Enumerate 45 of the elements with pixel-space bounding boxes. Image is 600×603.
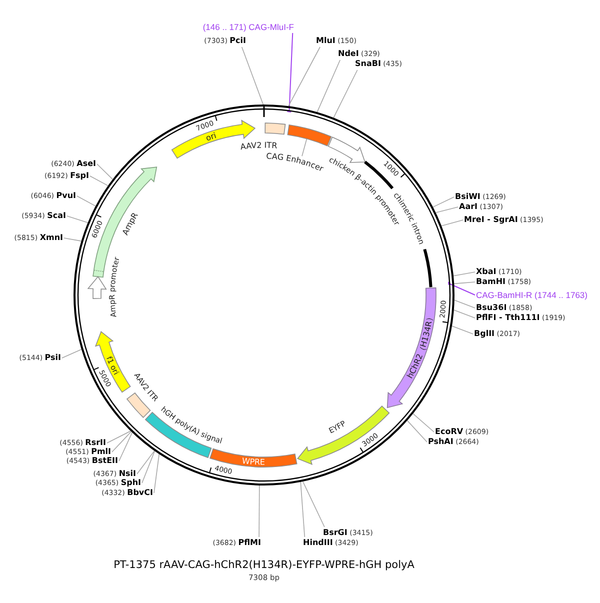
leader-line — [452, 326, 474, 334]
leader-line — [412, 413, 434, 432]
leader-line — [454, 300, 476, 308]
leader-line — [454, 310, 476, 318]
feature-label: ori — [204, 131, 218, 143]
leader-line — [333, 70, 358, 118]
leader-line — [441, 220, 464, 226]
leader-line — [288, 46, 320, 106]
leader-line — [454, 282, 476, 284]
plasmid-title: PT-1375 rAAV-CAG-hChR2(H134R)-EYFP-WPRE-hGH polyA — [114, 559, 414, 571]
feature-label: AAV2 ITR — [240, 140, 278, 152]
feature-block — [95, 331, 131, 393]
leader-line — [286, 32, 294, 112]
leader-line — [142, 450, 156, 484]
leader-line — [302, 138, 308, 156]
primer-label: CAG-BamHI-R (1744 .. 1763) — [476, 290, 588, 300]
leader-line — [112, 431, 132, 452]
leader-line — [241, 46, 264, 105]
feature-block — [88, 276, 106, 299]
feature-box — [240, 122, 286, 152]
leader-line — [302, 481, 325, 528]
leader-line — [90, 176, 108, 186]
leader-line — [448, 281, 476, 296]
feature-block — [297, 406, 390, 465]
leader-line — [258, 485, 260, 538]
feature-label: WPRE — [242, 456, 265, 467]
leader-line — [118, 432, 133, 462]
leader-line — [76, 196, 96, 206]
leader-line — [316, 60, 340, 112]
leader-line — [96, 164, 114, 180]
leader-line — [106, 430, 132, 444]
leader-line — [453, 272, 476, 276]
leader-line — [66, 216, 88, 224]
leader-line — [62, 349, 82, 358]
leader-line — [154, 454, 160, 494]
feature-box — [287, 124, 332, 146]
leader-line — [136, 450, 155, 474]
feature-box — [210, 448, 298, 468]
primer-label: (146 .. 171) CAG-MluI-F — [202, 22, 294, 32]
leader-line — [300, 482, 306, 538]
leader-line — [435, 206, 458, 214]
leader-line — [406, 420, 428, 442]
leader-line — [64, 238, 82, 242]
feature-block — [386, 287, 436, 408]
leader-line — [432, 196, 454, 208]
